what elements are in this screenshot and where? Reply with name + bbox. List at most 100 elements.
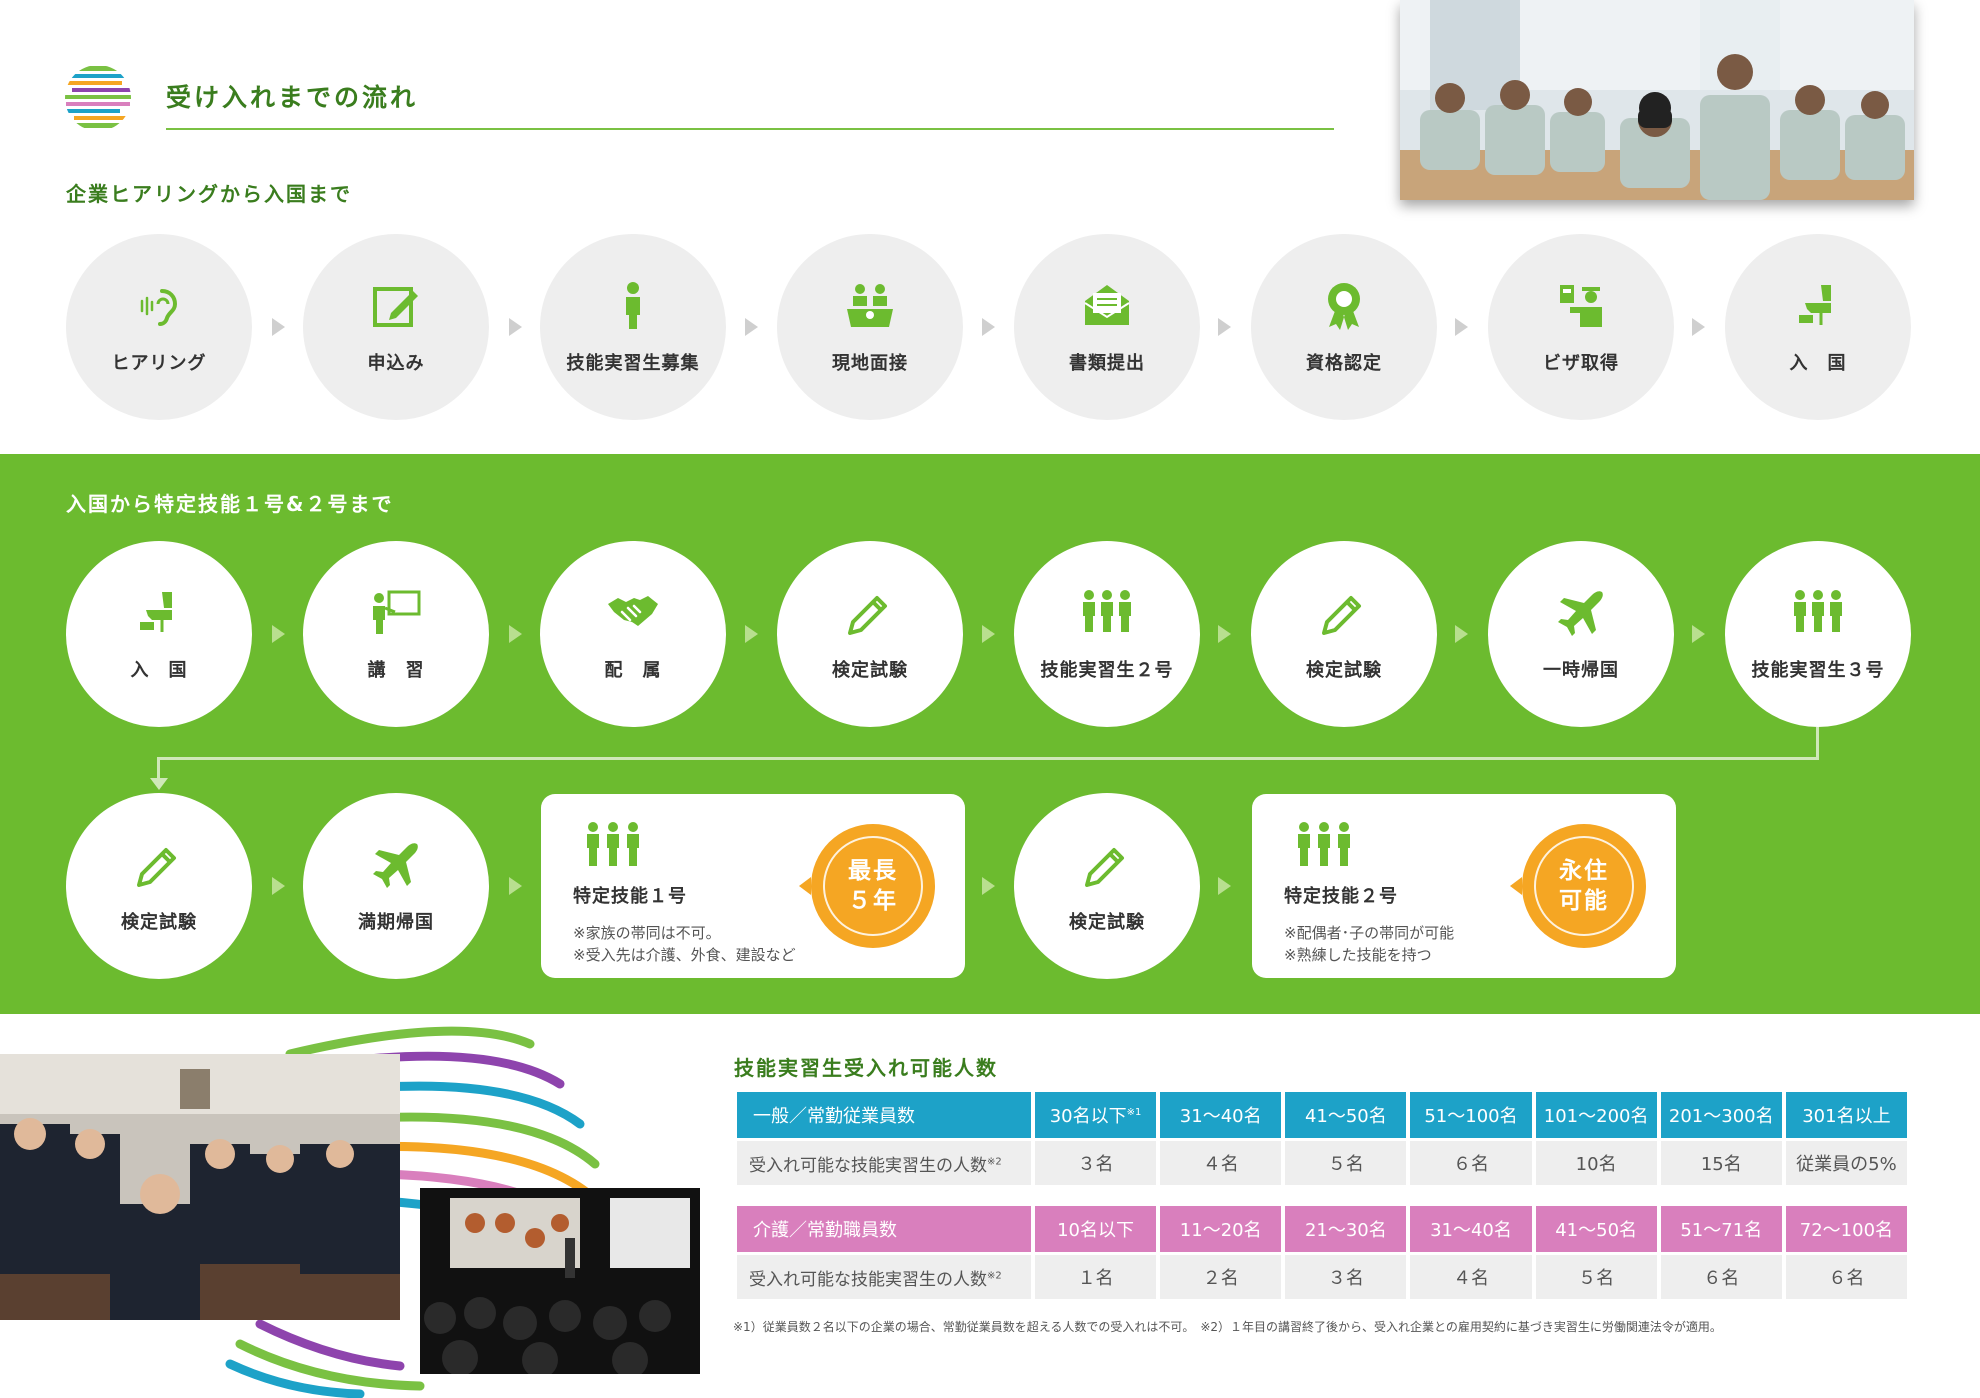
flow-arrow bbox=[1218, 318, 1231, 336]
flow-arrow bbox=[1455, 625, 1468, 643]
specified-skills-2-card: 特定技能２号 ※配偶者･子の帯同が可能 ※熟練した技能を持つ 永住 可能 bbox=[1252, 794, 1676, 978]
specified-skills-2-note-skill: ※熟練した技能を持つ bbox=[1284, 946, 1432, 964]
pencil-icon bbox=[848, 596, 887, 635]
group-icon bbox=[587, 822, 639, 866]
table-cell: ２名 bbox=[1160, 1255, 1282, 1299]
column-header: 72～100名 bbox=[1785, 1206, 1907, 1252]
table-cell: ３名 bbox=[1035, 1141, 1157, 1185]
footnote-mark: ※2 bbox=[987, 1269, 1002, 1281]
badge-text: ５年 bbox=[848, 888, 898, 914]
ear-icon bbox=[140, 289, 178, 326]
column-header-text: 30名以下 bbox=[1049, 1106, 1127, 1127]
seat-icon bbox=[1799, 285, 1831, 325]
flow1-step-label: ヒアリング bbox=[111, 353, 207, 374]
flow1-step-certification: 資格認定 bbox=[1251, 234, 1437, 420]
column-header: 201～300名 bbox=[1660, 1092, 1782, 1138]
flow-arrow bbox=[982, 318, 995, 336]
flow1-step-application: 申込み bbox=[303, 234, 489, 420]
entry-to-specified-skills-section bbox=[0, 454, 1980, 1014]
flow-arrow bbox=[1218, 877, 1231, 895]
table-header-row: 介護／常勤職員数 10名以下 11～20名 21～30名 31～40名 41～5… bbox=[737, 1206, 1907, 1252]
flow1-step-label: 資格認定 bbox=[1306, 353, 1382, 374]
lecture-icon bbox=[373, 590, 421, 634]
table-cell: １名 bbox=[1035, 1255, 1157, 1299]
table-cell: 従業員の5% bbox=[1785, 1141, 1907, 1185]
column-header: 41～50名 bbox=[1285, 1092, 1407, 1138]
flow-arrow bbox=[745, 625, 758, 643]
airplane-icon bbox=[1558, 591, 1603, 636]
table-footnote: ※1）従業員数２名以下の企業の場合、常勤従業員数を超える人数での受入れは不可。 … bbox=[733, 1320, 1722, 1334]
flow3-step-exam-2: 検定試験 bbox=[1014, 793, 1200, 979]
badge-text: 最長 bbox=[848, 858, 898, 884]
table-cell: 10名 bbox=[1535, 1141, 1657, 1185]
flow3-step-label: 検定試験 bbox=[121, 912, 197, 933]
table-cell: ５名 bbox=[1285, 1141, 1407, 1185]
flow-arrow bbox=[1692, 318, 1705, 336]
pencil-icon bbox=[137, 848, 176, 887]
airplane-icon bbox=[373, 843, 418, 888]
pencil-icon bbox=[1322, 596, 1361, 635]
flow1-step-interview: 現地面接 bbox=[777, 234, 963, 420]
flow2-step-exam: 検定試験 bbox=[777, 541, 963, 727]
table-row: 受入れ可能な技能実習生の人数※2 １名 ２名 ３名 ４名 ５名 ６名 ６名 bbox=[737, 1255, 1907, 1299]
table-cell: ４名 bbox=[1410, 1255, 1532, 1299]
flow1-step-label: 入 国 bbox=[1789, 353, 1847, 374]
flow1-step-hearing: ヒアリング bbox=[66, 234, 252, 420]
specified-skills-1-note-fields: ※受入先は介護、外食、建設など bbox=[573, 946, 796, 964]
flow2-step-assignment: 配 属 bbox=[540, 541, 726, 727]
column-header: 51～71名 bbox=[1660, 1206, 1782, 1252]
flow1-step-entry: 入 国 bbox=[1725, 234, 1911, 420]
flow-arrow bbox=[509, 877, 522, 895]
flow-connector bbox=[157, 757, 1819, 760]
specified-skills-2-note-family: ※配偶者･子の帯同が可能 bbox=[1284, 924, 1455, 942]
flow-arrow bbox=[982, 877, 995, 895]
general-header-label: 一般／常勤従業員数 bbox=[737, 1092, 1031, 1138]
person-icon bbox=[626, 282, 640, 329]
flow2-step-label: 一時帰国 bbox=[1543, 660, 1619, 681]
flow3-step-label: 検定試験 bbox=[1069, 912, 1145, 933]
flow2-step-label: 検定試験 bbox=[1306, 660, 1382, 681]
flow2-step-entry: 入 国 bbox=[66, 541, 252, 727]
row-label-text: 受入れ可能な技能実習生の人数 bbox=[749, 1155, 987, 1176]
group-icon bbox=[1083, 590, 1131, 632]
flow-arrow bbox=[509, 318, 522, 336]
flow2-step-label: 講 習 bbox=[367, 660, 425, 681]
table-cell: 15名 bbox=[1660, 1141, 1782, 1185]
flow1-step-label: 技能実習生募集 bbox=[566, 353, 700, 374]
flow1-step-label: 申込み bbox=[367, 353, 425, 374]
column-header: 301名以上 bbox=[1785, 1092, 1907, 1138]
flow2-step-label: 入 国 bbox=[130, 660, 188, 681]
flow2-step-label: 検定試験 bbox=[832, 660, 908, 681]
table-cell: ６名 bbox=[1410, 1141, 1532, 1185]
specified-skills-1-note-family: ※家族の帯同は不可。 bbox=[573, 924, 721, 942]
row-label: 受入れ可能な技能実習生の人数※2 bbox=[737, 1141, 1031, 1185]
flow-arrow bbox=[1692, 625, 1705, 643]
seat-icon bbox=[140, 592, 172, 632]
care-header-label: 介護／常勤職員数 bbox=[737, 1206, 1031, 1252]
classroom-photo bbox=[1400, 0, 1914, 200]
interview-icon bbox=[847, 284, 893, 327]
flow-arrow bbox=[1218, 625, 1231, 643]
flow-connector bbox=[157, 757, 160, 779]
flow-arrow bbox=[982, 625, 995, 643]
flow-arrow bbox=[1455, 318, 1468, 336]
flow2-step-exam-2: 検定試験 bbox=[1251, 541, 1437, 727]
flow1-step-recruitment: 技能実習生募集 bbox=[540, 234, 726, 420]
general-employees-table: 一般／常勤従業員数 30名以下※1 31～40名 41～50名 51～100名 … bbox=[733, 1092, 1911, 1185]
badge-pointer bbox=[1510, 877, 1522, 895]
flow-arrow bbox=[272, 318, 285, 336]
globe-logo-icon bbox=[65, 66, 131, 128]
flow1-step-label: 書類提出 bbox=[1069, 353, 1145, 374]
award-icon bbox=[1328, 283, 1360, 330]
flow-connector bbox=[1816, 727, 1819, 759]
table-row: 受入れ可能な技能実習生の人数※2 ３名 ４名 ５名 ６名 10名 15名 従業員… bbox=[737, 1141, 1907, 1185]
flow1-step-label: ビザ取得 bbox=[1543, 353, 1619, 374]
flow1-step-visa: ビザ取得 bbox=[1488, 234, 1674, 420]
flow2-step-label: 技能実習生２号 bbox=[1040, 660, 1174, 681]
officer-icon bbox=[1560, 285, 1602, 327]
title-divider bbox=[166, 128, 1334, 130]
specified-skills-1-card: 特定技能１号 ※家族の帯同は不可。 ※受入先は介護、外食、建設など 最長 ５年 bbox=[541, 794, 965, 978]
acceptance-table-title: 技能実習生受入れ可能人数 bbox=[734, 1056, 998, 1080]
flow-arrow bbox=[272, 877, 285, 895]
page-title: 受け入れまでの流れ bbox=[166, 83, 419, 112]
